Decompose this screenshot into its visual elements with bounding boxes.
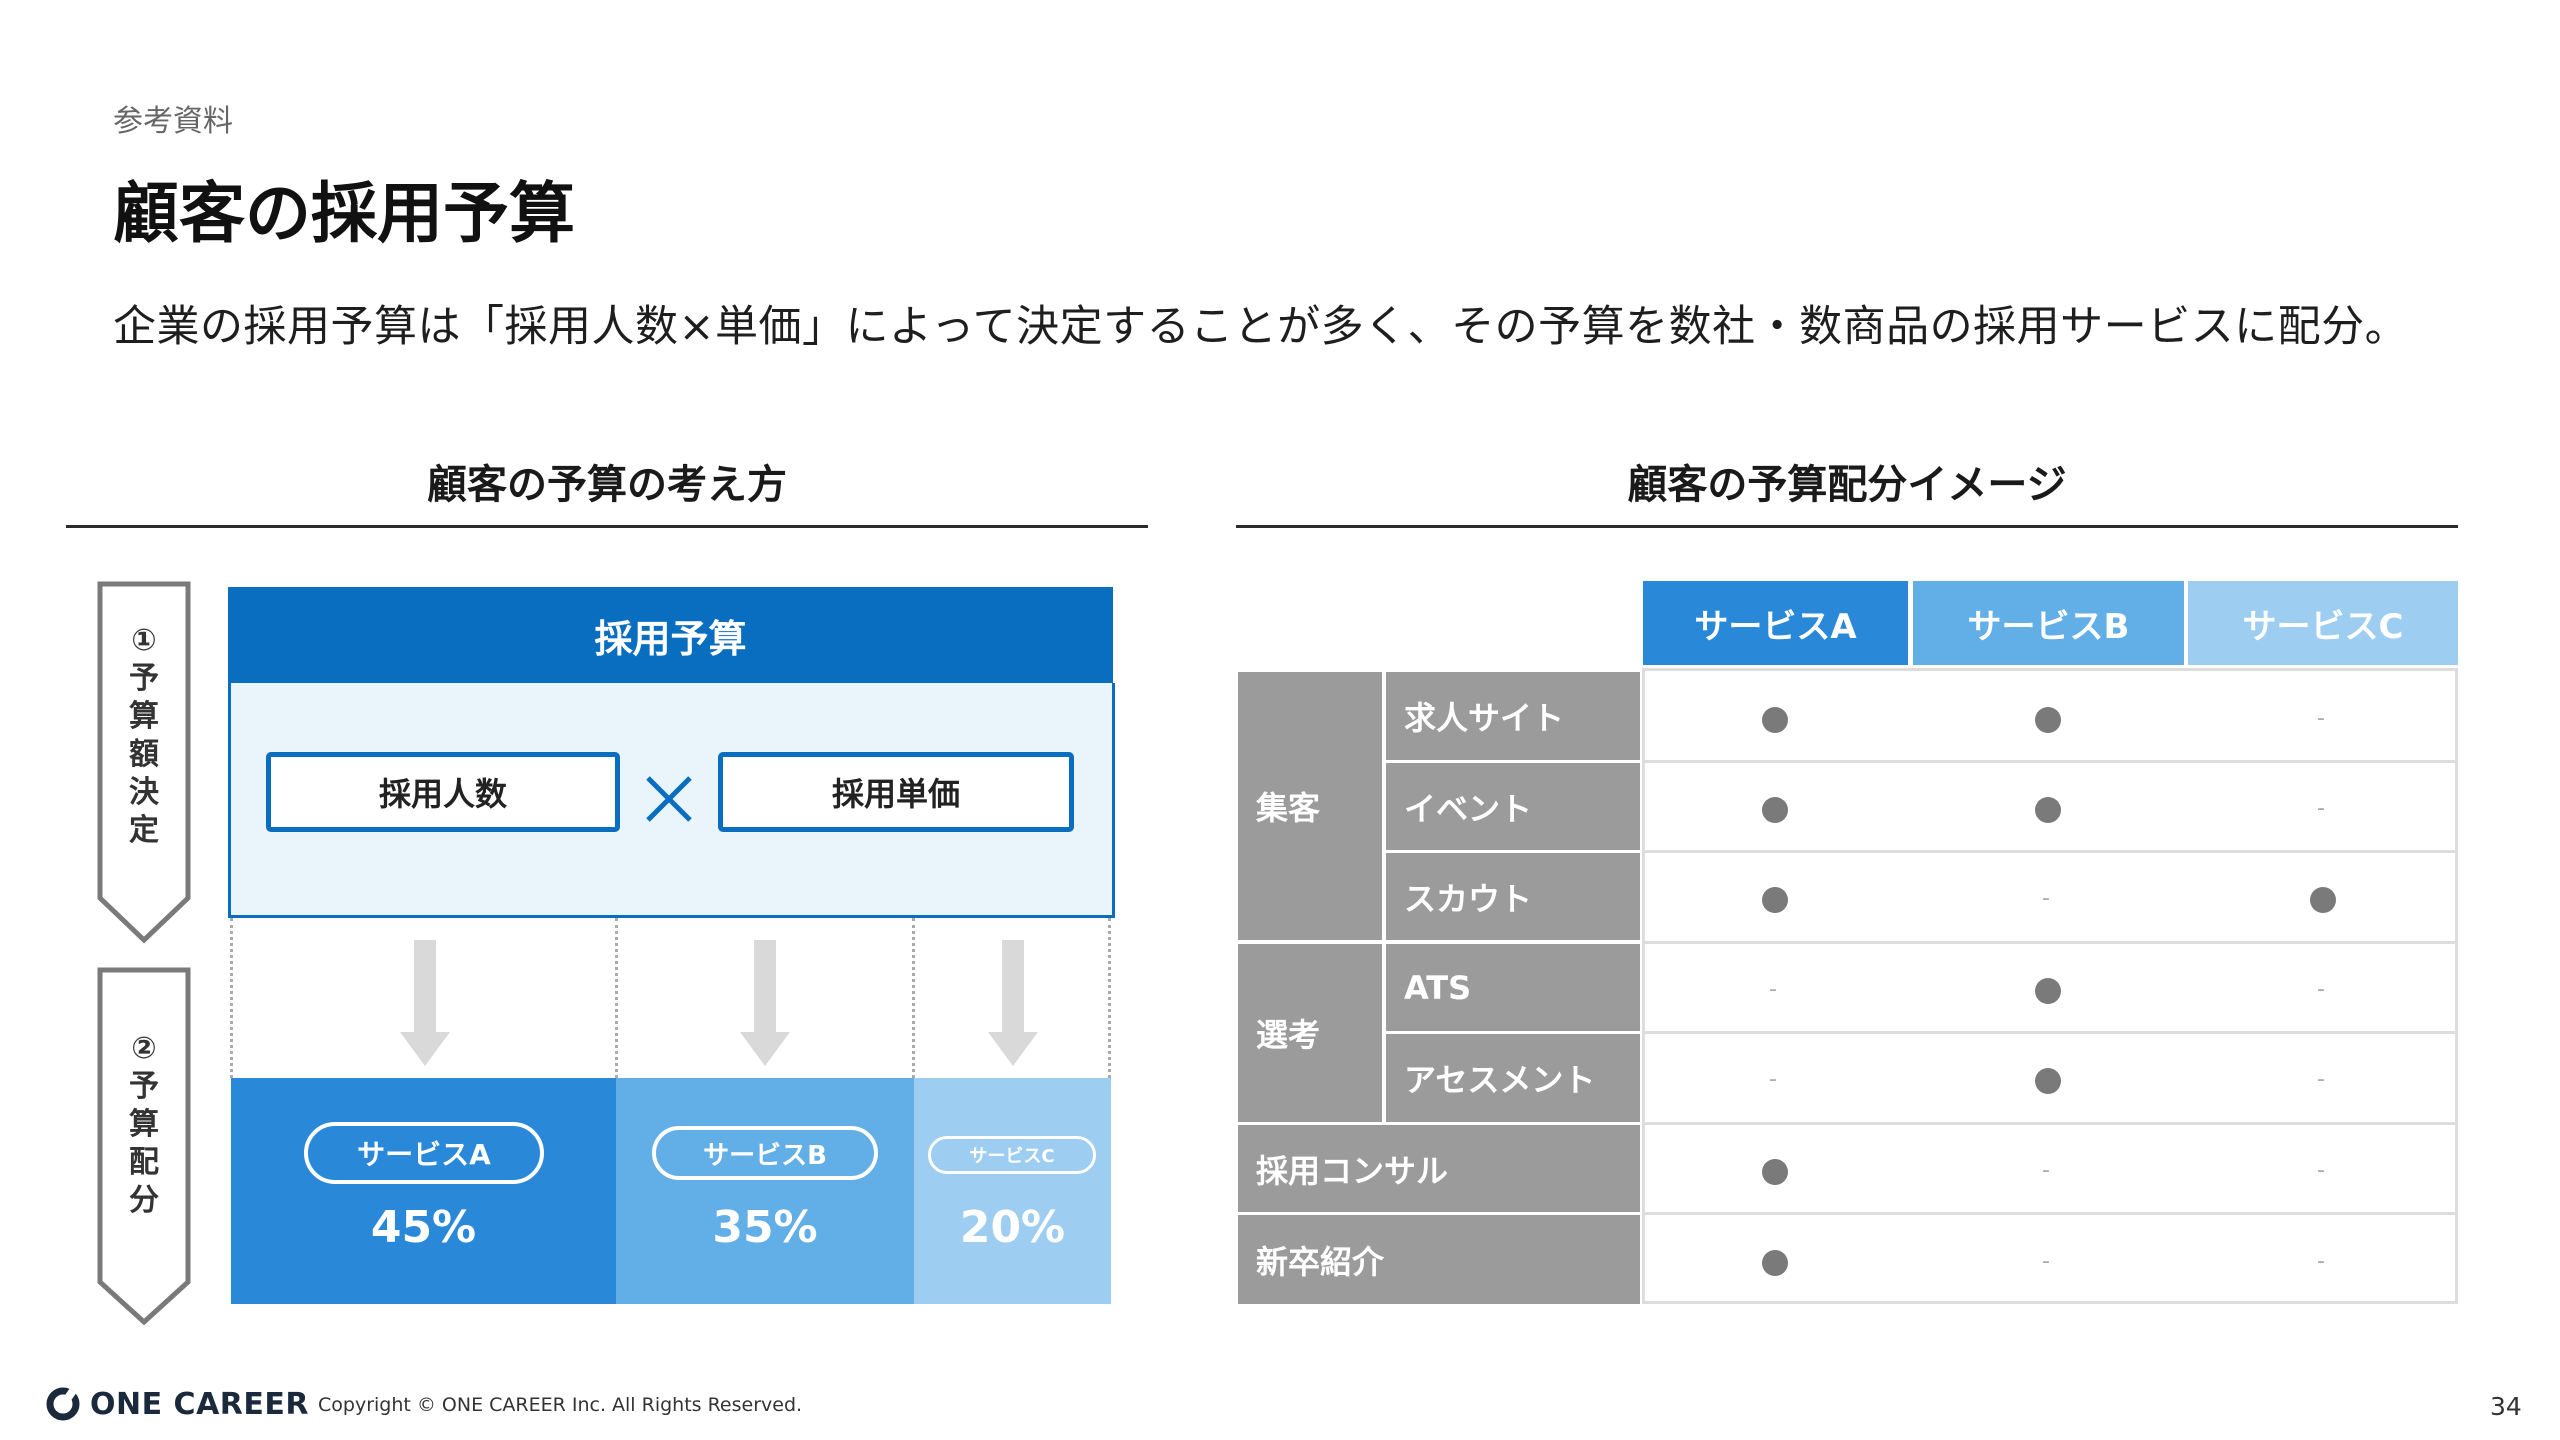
copyright: Copyright © ONE CAREER Inc. All Rights R… [318,1394,803,1416]
row-label-new-grad: 新卒紹介 [1238,1215,1640,1304]
footer-logo: ONE CAREER [46,1386,309,1422]
mark-dash: - [2317,1249,2325,1274]
row-label-event: イベント [1386,763,1640,850]
step2-arrow-shape [97,967,191,1326]
service-a-share: 45% [370,1202,477,1253]
row-label-ats: ATS [1386,944,1640,1031]
group-cell-select: 選考 [1238,944,1382,1122]
row-divider [1642,941,2458,944]
row-label-scout: スカウト [1386,853,1640,940]
mark-dot [1762,887,1788,913]
mark-dot [2035,707,2061,733]
mark-dash: - [2317,1067,2325,1092]
section-label: 参考資料 [113,104,233,139]
mark-dash: - [1769,977,1777,1002]
service-a-block: サービスA 45% [231,1078,616,1304]
row-divider [1642,850,2458,853]
table-body [1642,668,2458,1304]
mark-dot [2035,1068,2061,1094]
down-arrow-icon [400,940,450,1066]
col-header-service-a: サービスA [1643,581,1908,665]
service-b-share: 35% [712,1202,818,1253]
mark-dot [1762,1250,1788,1276]
service-c-pill: サービスC [928,1136,1096,1174]
right-heading-divider [1236,525,2458,528]
row-label-job-site: 求人サイト [1386,672,1640,760]
mark-dash: - [2042,1158,2050,1183]
page-number: 34 [2490,1392,2522,1421]
factor-hire-count: 採用人数 [266,752,620,832]
mark-dash: - [2317,796,2325,821]
service-c-share: 20% [959,1202,1066,1253]
mark-dash: - [2042,1249,2050,1274]
row-divider [1642,1031,2458,1034]
right-section-heading: 顧客の予算配分イメージ [1627,462,2067,508]
mark-dot [2035,978,2061,1004]
col-header-service-b: サービスB [1913,581,2184,665]
logo-icon [46,1387,80,1421]
down-arrow-icon [740,940,790,1066]
row-label-assessment: アセスメント [1386,1034,1640,1122]
logo-text: ONE CAREER [90,1386,309,1422]
col-header-service-c: サービスC [2188,581,2458,665]
mark-dash: - [1769,1067,1777,1092]
step1-arrow-shape [97,581,191,944]
group-cell-attract: 集客 [1238,672,1382,940]
service-b-pill: サービスB [652,1126,878,1180]
budget-header: 採用予算 [228,587,1113,683]
service-a-pill: サービスA [304,1122,544,1184]
mark-dot [1762,797,1788,823]
divider-dotted [912,918,915,1078]
row-label-consulting: 採用コンサル [1238,1125,1640,1212]
mark-dash: - [2042,886,2050,911]
mark-dash: - [2317,706,2325,731]
down-arrow-icon [988,940,1038,1066]
mark-dot [2310,887,2336,913]
mark-dash: - [2317,1158,2325,1183]
factor-unit-price: 採用単価 [718,752,1074,832]
left-heading-divider [66,525,1148,528]
multiply-icon [646,776,692,822]
row-divider [1642,1212,2458,1215]
divider-dotted [615,918,618,1078]
page-subtitle: 企業の採用予算は「採用人数×単価」によって決定することが多く、その予算を数社・数… [113,302,2409,352]
service-b-block: サービスB 35% [616,1078,914,1304]
divider-dotted [230,918,233,1078]
left-section-heading: 顧客の予算の考え方 [427,462,787,508]
page-title: 顧客の採用予算 [113,175,575,252]
mark-dot [1762,1159,1788,1185]
mark-dash: - [2317,977,2325,1002]
mark-dot [1762,707,1788,733]
mark-dot [2035,797,2061,823]
divider-dotted [1108,918,1111,1078]
service-c-block: サービスC 20% [914,1078,1111,1304]
row-divider [1642,1122,2458,1125]
row-divider [1642,760,2458,763]
